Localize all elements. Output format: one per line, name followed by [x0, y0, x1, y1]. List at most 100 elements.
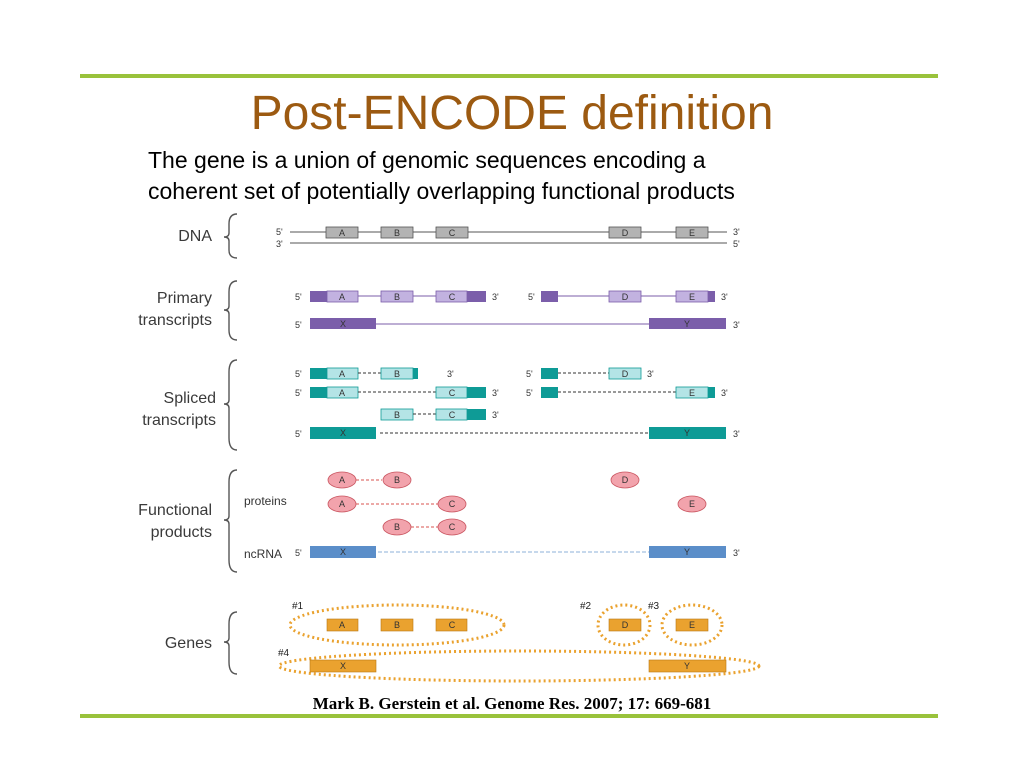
label-primary-2: transcripts — [138, 312, 212, 329]
spliced-1-utr — [310, 368, 327, 379]
brace-primary — [223, 280, 238, 341]
gene-1-outline — [288, 603, 506, 647]
primary-3-exon-x — [310, 318, 376, 329]
spliced-5-exon-c-label: C — [449, 410, 456, 420]
spliced-4-utr-right — [708, 387, 715, 398]
spliced-4-exon-e-label: E — [689, 388, 695, 398]
spliced-4-five: 5' — [526, 388, 533, 398]
label-dna: DNA — [178, 228, 212, 245]
spliced-3-five: 5' — [295, 388, 302, 398]
primary-transcripts: 5' A B C 3' 5' D E 3' 5' X Y 3' — [295, 290, 740, 330]
gene-1-exon-b-label: B — [394, 620, 400, 630]
spliced-5-exon-b-label: B — [394, 410, 400, 420]
label-proteins: proteins — [244, 494, 287, 508]
primary-3-five: 5' — [295, 320, 302, 330]
protein-1-a-label: A — [339, 475, 345, 485]
protein-5-c — [437, 518, 467, 536]
label-functional-1: Functional — [138, 502, 212, 519]
gene-1-exon-a — [326, 618, 359, 632]
primary-1-exon-a-label: A — [339, 292, 345, 302]
ncrna-exon-y-label: Y — [684, 547, 690, 557]
ncrna-exon-x-label: X — [340, 547, 346, 557]
gene-2-exon-d — [608, 618, 642, 632]
protein-4-e — [677, 495, 707, 513]
spliced-2-exon-d-label: D — [622, 369, 629, 379]
spliced-2-three: 3' — [647, 369, 654, 379]
brace-functional — [223, 469, 238, 573]
primary-1-exon-a — [326, 290, 359, 303]
gene-4-exon-x — [309, 659, 377, 673]
protein-1-b — [382, 471, 412, 489]
protein-3-c — [437, 495, 467, 513]
primary-3-exon-x-label: X — [340, 319, 346, 329]
gene-4-exon-y-label: Y — [684, 661, 690, 671]
primary-1-exon-c-label: C — [449, 292, 456, 302]
gene-2-exon-d-label: D — [622, 620, 629, 630]
spliced-1-exon-a-label: A — [339, 369, 345, 379]
primary-1-five: 5' — [295, 292, 302, 302]
gene-3-exon-e-label: E — [689, 620, 695, 630]
label-functional-2: products — [151, 524, 212, 541]
protein-3-c-label: C — [449, 499, 456, 509]
brace-dna — [223, 213, 238, 259]
primary-3-exon-y — [649, 318, 726, 329]
spliced-6-three: 3' — [733, 429, 740, 439]
spliced-transcripts: 5' A B 3' 5' D 3' 5' A C 3' 5' E 3' B — [295, 367, 740, 439]
dna-exon-d-label: D — [622, 228, 629, 238]
genes-row: #1 #2 #3 #4 A B C D E X Y — [277, 601, 761, 683]
ncrna-exon-x — [310, 546, 376, 558]
dna-row: 5' 3' 3' 5' A B C D E — [276, 226, 740, 249]
dna-three-prime-bottom: 3' — [276, 239, 283, 249]
dna-exon-d — [608, 226, 642, 239]
protein-1-b-label: B — [394, 475, 400, 485]
spliced-5-utr-right — [467, 409, 486, 420]
label-ncrna: ncRNA — [244, 547, 282, 561]
gene-1-exon-a-label: A — [339, 620, 345, 630]
spliced-6-exon-x-label: X — [340, 428, 346, 438]
brace-genes — [223, 611, 238, 675]
functional-products: A B D A C E B C 5' X Y 3' — [295, 471, 740, 558]
dna-exon-e — [675, 226, 709, 239]
protein-3-a-label: A — [339, 499, 345, 509]
spliced-2-exon-d — [608, 367, 642, 380]
label-genes: Genes — [165, 635, 212, 652]
citation: Mark B. Gerstein et al. Genome Res. 2007… — [312, 694, 712, 713]
dna-exon-c — [435, 226, 469, 239]
subtitle-line-2: coherent set of potentially overlapping … — [148, 178, 735, 204]
spliced-6-exon-x — [310, 427, 376, 439]
dna-exon-b-label: B — [394, 228, 400, 238]
slide-title: Post-ENCODE definition — [250, 87, 774, 140]
dna-exon-a-label: A — [339, 228, 345, 238]
primary-3-exon-y-label: Y — [684, 319, 690, 329]
dna-three-prime-top: 3' — [733, 227, 740, 237]
protein-5-b-label: B — [394, 522, 400, 532]
dna-exon-a — [325, 226, 359, 239]
dna-exon-c-label: C — [449, 228, 456, 238]
gene-1-label: #1 — [292, 601, 304, 612]
primary-2-utr-left — [541, 291, 558, 302]
gene-2-label: #2 — [580, 601, 592, 612]
dna-exon-b — [380, 226, 414, 239]
dna-five-prime-top: 5' — [276, 227, 283, 237]
ncrna-three: 3' — [733, 548, 740, 558]
gene-4-outline — [277, 649, 761, 683]
dna-exon-e-label: E — [689, 228, 695, 238]
primary-2-exon-d — [608, 290, 642, 303]
primary-2-exon-e-label: E — [689, 292, 695, 302]
protein-5-c-label: C — [449, 522, 456, 532]
brace-spliced — [223, 359, 238, 451]
spliced-1-utr-right — [413, 368, 418, 379]
spliced-1-five: 5' — [295, 369, 302, 379]
gene-4-exon-y — [648, 659, 727, 673]
primary-1-three: 3' — [492, 292, 499, 302]
ncrna-exon-y — [649, 546, 726, 558]
gene-3-label: #3 — [648, 601, 660, 612]
primary-1-exon-b — [380, 290, 414, 303]
spliced-5-three: 3' — [492, 410, 499, 420]
primary-2-five: 5' — [528, 292, 535, 302]
spliced-1-exon-b-label: B — [394, 369, 400, 379]
top-rule — [80, 74, 938, 78]
primary-3-three: 3' — [733, 320, 740, 330]
primary-1-utr-left — [310, 291, 327, 302]
